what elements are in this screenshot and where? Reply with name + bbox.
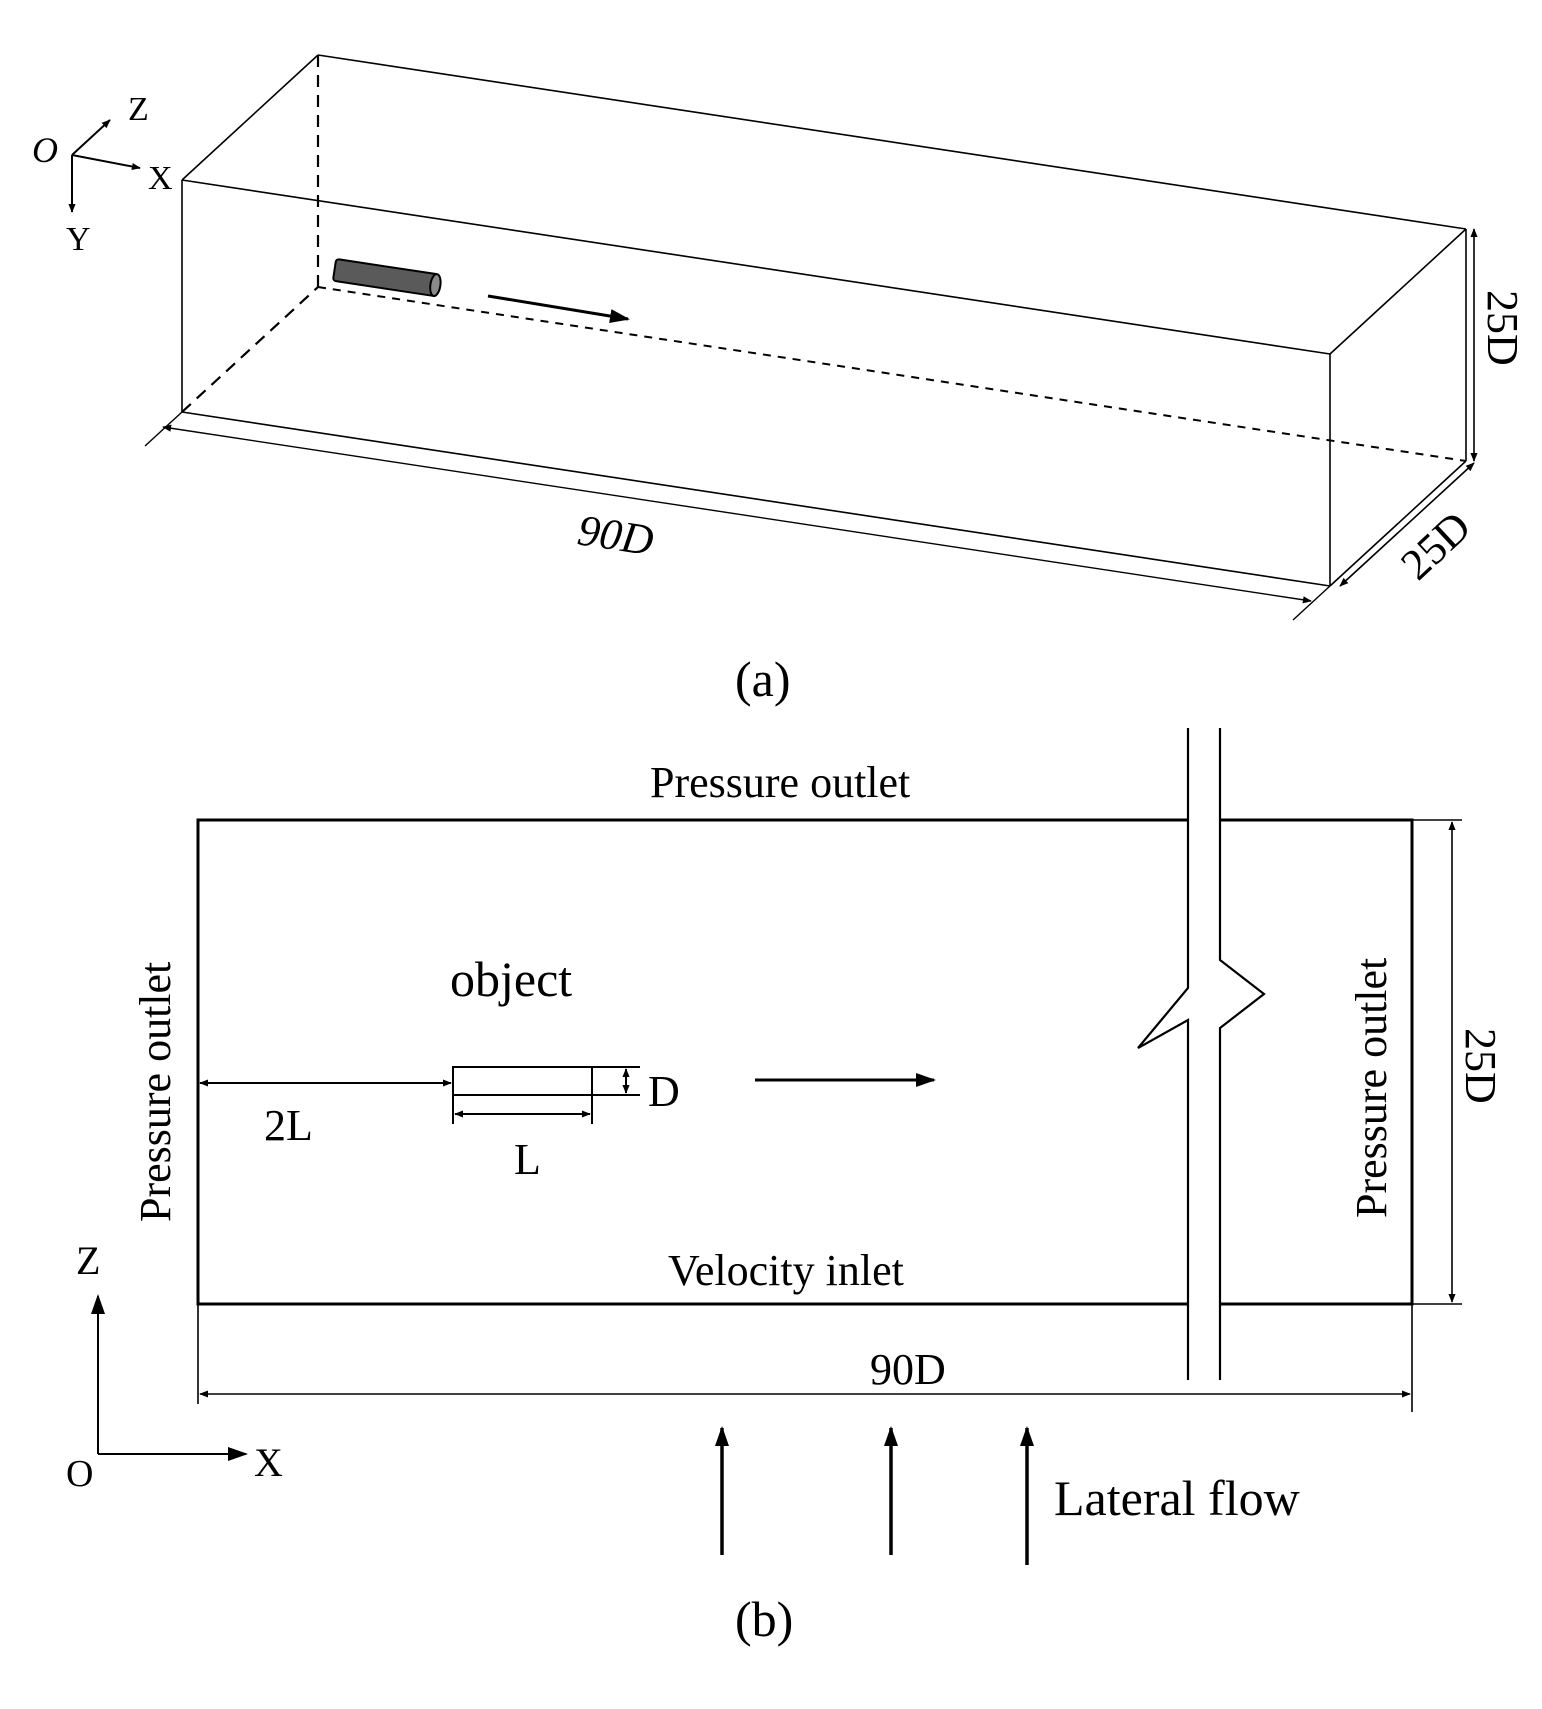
panel-b-axes — [91, 1294, 248, 1461]
panel-a-flow-arrow — [487, 294, 630, 323]
panel-b-length-label: 90D — [870, 1345, 946, 1394]
domain-rectangle — [196, 818, 1414, 1306]
panel-b: Pressure outlet Velocity inlet Pressure … — [66, 728, 1505, 1647]
panel-b-axis-z: Z — [76, 1238, 100, 1283]
panel-a-axis-origin: O — [32, 130, 58, 170]
domain-box-edges — [181, 54, 1467, 587]
break-symbol — [1137, 728, 1266, 1380]
panel-a-height-label: 25D — [1478, 290, 1527, 366]
domain-box-hidden-edge — [317, 286, 1467, 462]
object-label: object — [450, 951, 572, 1007]
object-length-label: L — [514, 1135, 541, 1184]
top-boundary-label: Pressure outlet — [650, 758, 910, 807]
cylinder-object — [332, 258, 442, 297]
panel-a-axis-y: Y — [66, 221, 91, 258]
right-boundary-label: Pressure outlet — [1347, 958, 1396, 1218]
panel-a-depth-label: 25D — [1391, 502, 1480, 590]
panel-a-length-dimension — [144, 411, 1331, 621]
panel-a-axis-x: X — [148, 160, 173, 197]
panel-a-length-label: 90D — [575, 505, 657, 565]
panel-a-axes — [68, 119, 141, 213]
object-diameter-dimension — [592, 1066, 640, 1096]
object-diameter-label: D — [648, 1067, 680, 1116]
left-boundary-label: Pressure outlet — [131, 962, 180, 1222]
panel-a-caption: (a) — [735, 651, 791, 707]
lateral-flow-arrows — [715, 1426, 1034, 1565]
panel-b-height-label: 25D — [1456, 1028, 1505, 1104]
upstream-dimension-label: 2L — [264, 1101, 313, 1150]
bottom-boundary-label: Velocity inlet — [668, 1246, 904, 1295]
lateral-flow-label: Lateral flow — [1054, 1470, 1300, 1526]
panel-b-length-dimension — [197, 1304, 1413, 1412]
panel-b-caption: (b) — [735, 1591, 793, 1647]
panel-a: O Z X Y — [32, 54, 1527, 707]
panel-a-axis-z: Z — [128, 91, 149, 128]
domain-box-hidden-edges — [181, 55, 320, 413]
panel-a-depth-dimension — [1339, 462, 1475, 587]
panel-b-axis-origin: O — [66, 1453, 93, 1495]
panel-b-height-dimension — [1412, 819, 1462, 1305]
panel-b-axis-x: X — [254, 1440, 283, 1485]
object-rectangle — [452, 1066, 593, 1096]
